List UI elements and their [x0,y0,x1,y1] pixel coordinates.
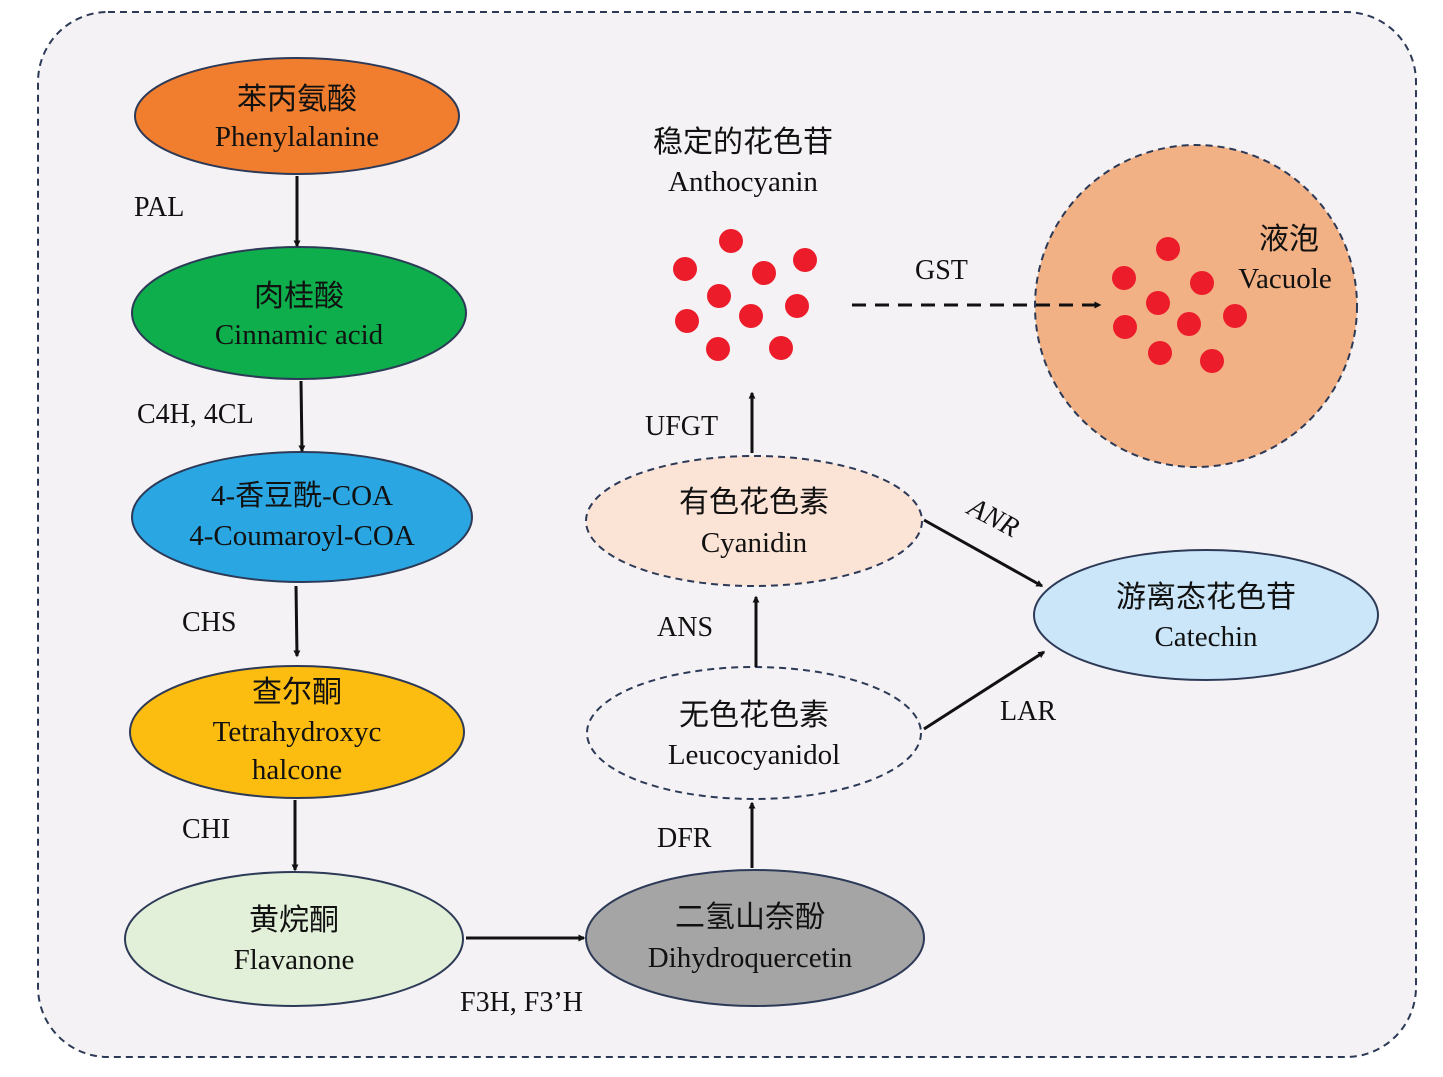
node-leucocyanidol: 无色花色素 Leucocyanidol [586,666,922,800]
vacuole-dots [1112,237,1247,373]
node-phenylalanine: 苯丙氨酸 Phenylalanine [134,57,460,175]
enzyme-lar: LAR [1000,696,1056,727]
node-chalcone-cn: 查尔酮 [252,676,342,709]
node-flavanone-en: Flavanone [234,944,355,976]
enzyme-gst: GST [915,255,968,286]
arrow-anr [923,518,1044,588]
enzyme-chs: CHS [182,607,236,638]
enzyme-ans: ANS [657,612,713,643]
enzyme-pal: PAL [134,192,184,223]
node-phenylalanine-cn: 苯丙氨酸 [237,83,357,116]
node-dihydroquercetin: 二氢山奈酚 Dihydroquercetin [585,869,925,1007]
enzyme-chi: CHI [182,814,230,845]
enzyme-c4h-4cl: C4H, 4CL [137,399,254,430]
node-vacuole-en: Vacuole [1238,263,1331,295]
arrow-c4h [298,380,306,453]
anthocyanin-dots [673,229,817,361]
enzyme-f3h: F3H, F3’H [460,987,583,1018]
node-vacuole: 液泡 Vacuole [1034,144,1358,468]
anthocyanin-label-cn: 稳定的花色苷 [653,126,833,159]
node-coumaroyl-cn: 4-香豆酰-COA [211,479,393,512]
node-leuco-en: Leucocyanidol [668,739,840,771]
node-coumaroyl-coa: 4-香豆酰-COA 4-Coumaroyl-COA [131,451,473,583]
arrow-lar [923,650,1046,731]
node-catechin: 游离态花色苷 Catechin [1033,549,1379,681]
node-dihydro-cn: 二氢山奈酚 [675,901,825,934]
enzyme-ufgt: UFGT [645,411,718,442]
node-leuco-cn: 无色花色素 [679,699,829,732]
node-chalcone-en1: Tetrahydroxyc [213,716,382,748]
node-catechin-cn: 游离态花色苷 [1116,581,1296,614]
node-dihydro-en: Dihydroquercetin [648,942,853,974]
node-catechin-en: Catechin [1154,621,1258,653]
node-cyanidin-cn: 有色花色素 [679,486,829,519]
node-vacuole-cn: 液泡 [1259,223,1319,256]
node-cinnamic-acid: 肉桂酸 Cinnamic acid [131,246,467,380]
anthocyanin-label-en: Anthocyanin [668,166,818,198]
node-chalcone-en2: halcone [252,754,342,786]
arrow-chs [293,585,301,658]
enzyme-dfr: DFR [657,823,712,854]
node-cinnamic-en: Cinnamic acid [215,319,384,351]
node-phenylalanine-en: Phenylalanine [215,121,379,153]
node-cyanidin-en: Cyanidin [701,527,808,559]
node-cyanidin: 有色花色素 Cyanidin [585,455,923,587]
pathway-arrows [291,176,1102,942]
node-coumaroyl-en: 4-Coumaroyl-COA [189,520,415,552]
node-chalcone: 查尔酮 Tetrahydroxyc halcone [129,665,465,799]
node-cinnamic-cn: 肉桂酸 [254,280,344,313]
node-flavanone-cn: 黄烷酮 [249,904,339,937]
node-flavanone: 黄烷酮 Flavanone [124,871,464,1007]
